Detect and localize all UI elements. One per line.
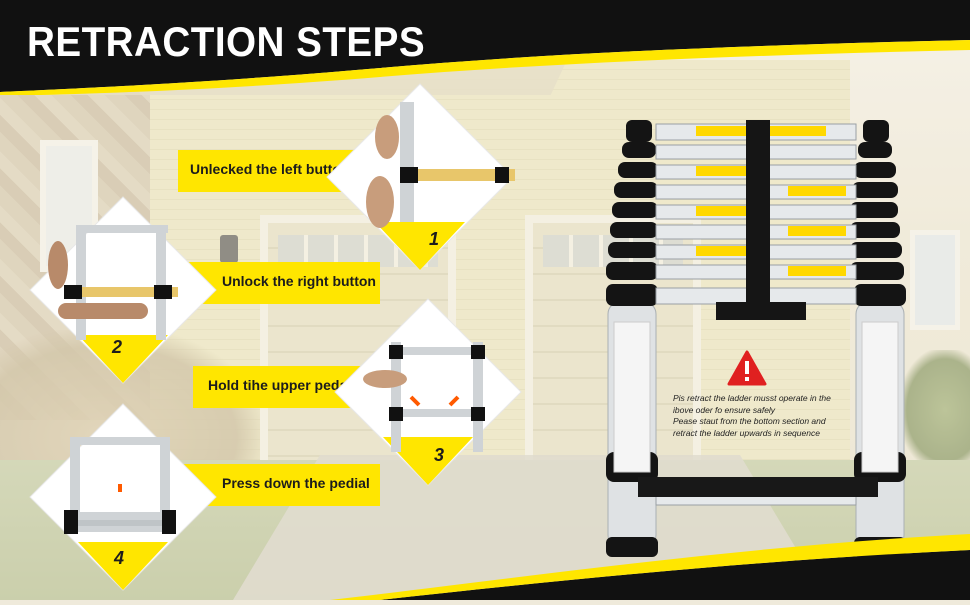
warning-line: retract the ladder upwards in sequence (673, 427, 820, 438)
bottom-wave-decoration (0, 520, 970, 600)
header-banner: RETRACTION STEPS (0, 0, 970, 95)
step-3-number: 3 (434, 445, 445, 465)
page-title: RETRACTION STEPS (27, 18, 426, 65)
warning-text: Pis retract the ladder musst operate in … (673, 393, 863, 439)
step-3-diamond: 3 (333, 297, 523, 487)
step-4-label-band: Press down the pedial (160, 464, 380, 506)
step-4-number: 4 (114, 548, 125, 568)
warning-line: Pease staut from the bottom section and (673, 416, 826, 426)
step-1-label: Unlecked the left button (190, 161, 350, 177)
warning-line: Pis retract the ladder musst operate in … (673, 393, 831, 403)
step-3-label: Hold tihe upper pedal (208, 377, 352, 393)
step-2-number: 2 (112, 337, 123, 357)
step-1-number: 1 (429, 229, 440, 249)
step-2-label: Unlock the right button (222, 273, 376, 289)
step-2-diamond: 2 (28, 195, 218, 385)
warning-line: ibove oder fo ensure safely (673, 404, 776, 415)
step-4-label: Press down the pedial (222, 475, 370, 491)
telescopic-ladder-image (598, 112, 923, 567)
warning-triangle-icon (727, 350, 767, 386)
step-4-diamond: 4 (28, 402, 218, 592)
step-1-diamond: 1 (325, 82, 515, 272)
